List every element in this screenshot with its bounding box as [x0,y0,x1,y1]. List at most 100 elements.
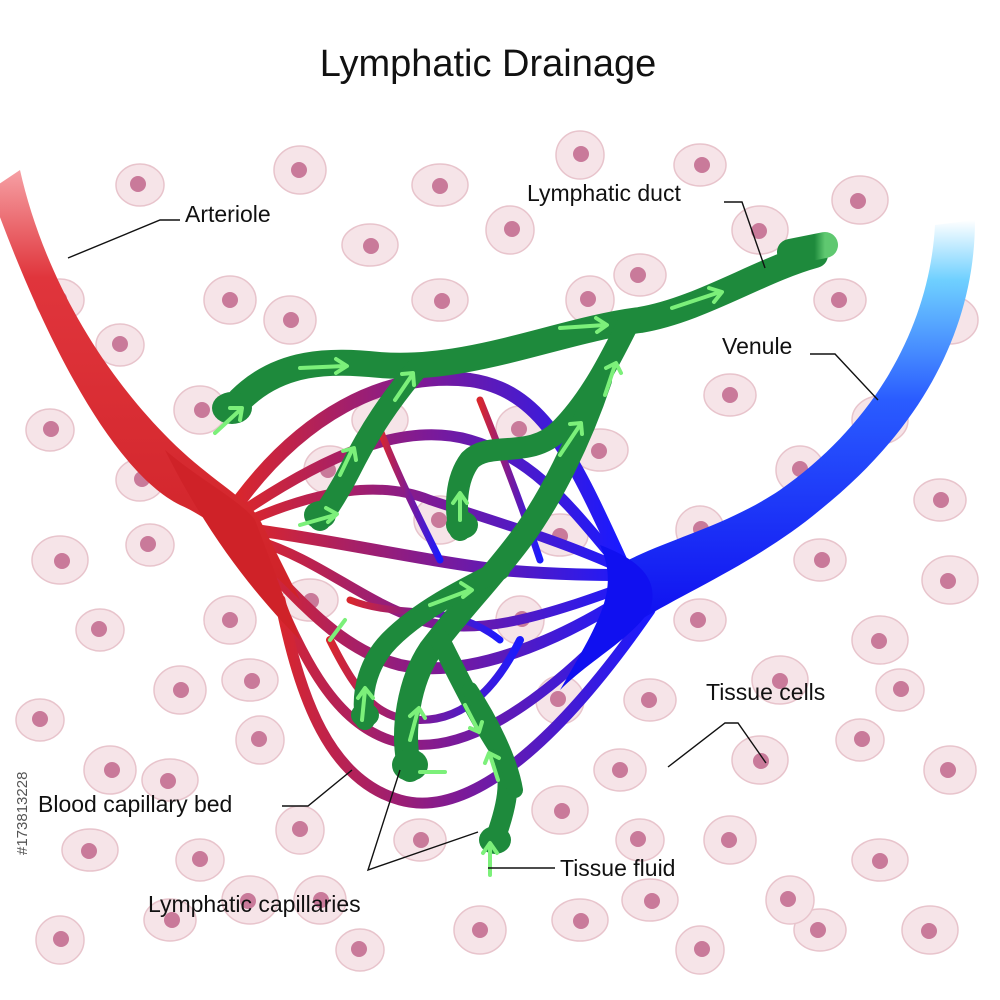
tissue-cell [35,915,85,965]
tissue-cell-nucleus [810,922,826,938]
tissue-cell-nucleus [504,221,520,237]
tissue-cell-nucleus [550,691,566,707]
tissue-cell-nucleus [91,621,107,637]
tissue-cell-nucleus [641,692,657,708]
tissue-cell [125,523,175,567]
tissue-cell [835,718,885,762]
tissue-cell [615,818,665,862]
tissue-cell [703,373,757,417]
tissue-cell-nucleus [32,711,48,727]
tissue-cell-nucleus [140,536,156,552]
label-tissue-fluid: Tissue fluid [488,855,675,881]
tissue-cell-nucleus [780,891,796,907]
tissue-cell [813,278,867,322]
tissue-cell-nucleus [933,492,949,508]
tissue-cell [751,655,809,705]
lymphatic-duct-leader-line [724,201,766,269]
tissue-cell-nucleus [351,941,367,957]
tissue-cell [15,698,65,742]
venule-leader-line [810,353,879,401]
label-lymphatic-capillaries: Lymphatic capillaries [148,769,479,917]
tissue-cell [485,205,535,255]
diagram-title: Lymphatic Drainage [320,43,657,85]
label-blood-capillary-bed: Blood capillary bed [38,769,353,817]
tissue-cell [593,748,647,792]
tissue-cell [555,130,605,180]
tissue-cell-nucleus [472,922,488,938]
tissue-cell-nucleus [313,892,329,908]
lymph-flow-arrows [213,286,724,877]
tissue-fluid-label: Tissue fluid [560,855,675,881]
tissue-cell [901,905,959,955]
tissue-cell [923,745,977,795]
tissue-cell [31,535,89,585]
tissue-cell [411,163,469,207]
blood-capillary-bed-leader-line [282,769,353,807]
tissue-cell-nucleus [104,762,120,778]
tissue-cell [793,908,847,952]
tissue-cell [453,905,507,955]
tissue-cell [393,818,447,862]
blood-capillary-bed-label: Blood capillary bed [38,791,232,817]
tissue-cell [673,143,727,187]
tissue-cell [703,815,757,865]
tissue-cell [95,323,145,367]
tissue-cell [621,878,679,922]
tissue-cell [341,223,399,267]
tissue-cell [731,205,789,255]
tissue-cell [551,898,609,942]
tissue-cell [221,875,279,925]
tissue-cell-nucleus [921,923,937,939]
tissue-cell-nucleus [630,267,646,283]
tissue-cell [921,555,979,605]
tissue-cell-nucleus [432,178,448,194]
tissue-cell-nucleus [54,553,70,569]
venule-label: Venule [722,333,792,359]
tissue-cell-nucleus [814,552,830,568]
tissue-cell-nucleus [240,893,256,909]
tissue-cell [273,145,327,195]
tissue-cell [143,898,197,942]
tissue-cell-nucleus [43,421,59,437]
label-tissue-cells: Tissue cells [667,679,825,768]
tissue-cell-nucleus [893,681,909,697]
label-venule: Venule [722,333,879,401]
lymphatic-capillaries-leader-line [366,769,479,872]
tissue-cell-nucleus [940,573,956,589]
tissue-cell-nucleus [694,157,710,173]
tissue-cell [793,538,847,582]
tissue-cell [275,805,325,855]
tissue-cell [175,838,225,882]
tissue-cell-nucleus [630,831,646,847]
tissue-cell-nucleus [772,673,788,689]
tissue-cell [335,928,385,972]
lymphatic-capillaries-label: Lymphatic capillaries [148,891,361,917]
tissue-cell-nucleus [160,773,176,789]
tissue-cell-nucleus [751,223,767,239]
tissue-cell [25,408,75,452]
tissue-cell-nucleus [573,913,589,929]
tissue-cell-nucleus [511,421,527,437]
arteriole-leader-line [67,219,180,259]
tissue-cell [293,875,347,925]
tissue-cell [141,758,199,802]
tissue-cell [875,668,925,712]
tissue-cell [263,295,317,345]
tissue-cell-nucleus [554,803,570,819]
tissue-cell [913,478,967,522]
tissue-cell-nucleus [434,293,450,309]
tissue-cell [153,665,207,715]
tissue-cell [203,595,257,645]
tissue-cell [851,615,909,665]
venule-vessel [560,220,975,690]
tissue-cell [203,275,257,325]
tissue-cell-nucleus [164,912,180,928]
tissue-cell-nucleus [940,762,956,778]
tissue-cell-nucleus [854,731,870,747]
tissue-cell-nucleus [292,821,308,837]
tissue-cell-nucleus [291,162,307,178]
tissue-cell [675,925,725,975]
tissue-cell-nucleus [591,443,607,459]
tissue-cells-leader-line [667,722,767,768]
tissue-cell-nucleus [222,292,238,308]
